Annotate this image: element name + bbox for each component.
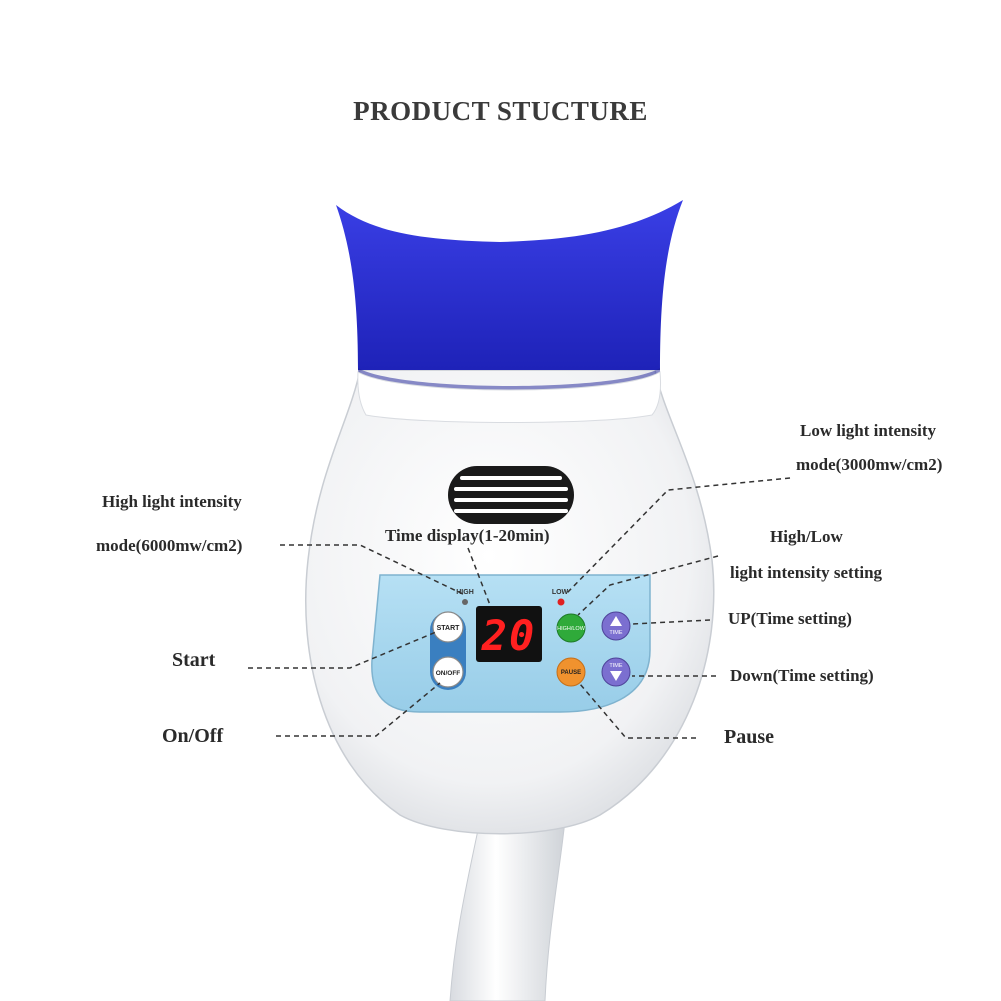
down-arrow-icon xyxy=(610,671,622,681)
time-display-value: 20 xyxy=(481,611,537,660)
high-led-label: HIGH xyxy=(456,589,474,596)
callout-up: UP(Time setting) xyxy=(728,609,852,628)
callout-highlow-line2: light intensity setting xyxy=(730,563,883,582)
start-button-label: START xyxy=(437,625,461,632)
time-up-label: TIME xyxy=(609,630,622,636)
time-down-button[interactable]: TIME xyxy=(601,657,631,687)
callout-high-mode-line2: mode(6000mw/cm2) xyxy=(96,536,243,555)
callout-high-mode-line1: High light intensity xyxy=(102,492,242,511)
time-down-label: TIME xyxy=(609,663,622,669)
callout-time-display: Time display(1-20min) xyxy=(385,526,550,545)
up-arrow-icon xyxy=(610,616,622,626)
onoff-button-label: ON/OFF xyxy=(436,670,461,677)
start-button[interactable]: START xyxy=(432,611,464,643)
callout-pause: Pause xyxy=(724,726,774,748)
pause-button[interactable]: PAUSE xyxy=(556,657,586,687)
callout-low-mode-line1: Low light intensity xyxy=(800,421,937,440)
vent-grille xyxy=(448,466,574,524)
callout-low-mode-line2: mode(3000mw/cm2) xyxy=(796,455,943,474)
page-title: PRODUCT STUCTURE xyxy=(353,96,648,126)
highlow-button[interactable]: HIGH/LOW xyxy=(556,613,586,643)
high-led xyxy=(462,599,468,605)
callout-down: Down(Time setting) xyxy=(730,666,874,685)
time-up-button[interactable]: TIME xyxy=(601,611,631,641)
pause-button-label: PAUSE xyxy=(561,670,581,676)
low-led-label: LOW xyxy=(552,589,569,596)
callout-onoff: On/Off xyxy=(162,725,224,747)
time-display xyxy=(476,606,542,662)
callout-leaders xyxy=(248,477,791,739)
callout-highlow-line1: High/Low xyxy=(770,527,843,546)
low-led xyxy=(557,598,565,606)
highlow-button-label: HIGH/LOW xyxy=(557,626,586,632)
mouthpiece xyxy=(336,200,683,370)
onoff-button[interactable]: ON/OFF xyxy=(432,656,464,688)
support-arm xyxy=(449,819,566,1001)
callout-start: Start xyxy=(172,649,216,671)
vent-slots xyxy=(454,476,568,513)
